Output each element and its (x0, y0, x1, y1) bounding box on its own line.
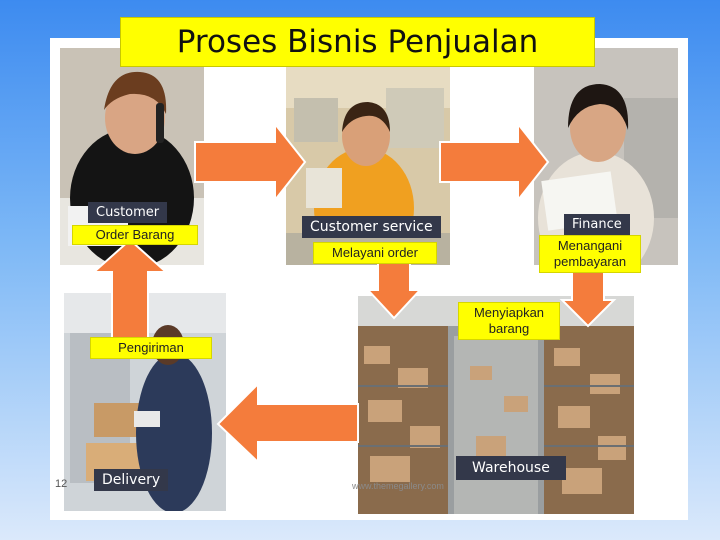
page-title: Proses Bisnis Penjualan (120, 17, 595, 67)
label-menangani-pembayaran: Menangani pembayaran (539, 235, 641, 273)
arrow-warehouse-to-delivery (216, 381, 359, 465)
arrow-service-to-finance (439, 121, 550, 203)
arrow-customer-to-service (194, 121, 307, 203)
arrow-finance-to-warehouse (559, 271, 617, 328)
arrow-delivery-to-customer (91, 238, 169, 346)
label-pengiriman: Pengiriman (90, 337, 212, 359)
label-melayani-order: Melayani order (313, 242, 437, 264)
watermark: www.themegallery.com (352, 481, 444, 491)
page-number: 12 (55, 478, 68, 490)
label-order-barang: Order Barang (72, 225, 198, 245)
finance-caption: Finance (564, 214, 630, 235)
arrow-service-to-warehouse (365, 261, 423, 320)
warehouse-caption: Warehouse (456, 456, 566, 480)
warehouse-photo: Warehouse (358, 296, 634, 514)
label-menyiapkan-barang: Menyiapkan barang (458, 302, 560, 340)
delivery-caption: Delivery (94, 469, 169, 491)
customer-service-caption: Customer service (302, 216, 441, 238)
delivery-photo: Delivery (64, 293, 226, 511)
customer-caption: Customer (88, 202, 168, 223)
